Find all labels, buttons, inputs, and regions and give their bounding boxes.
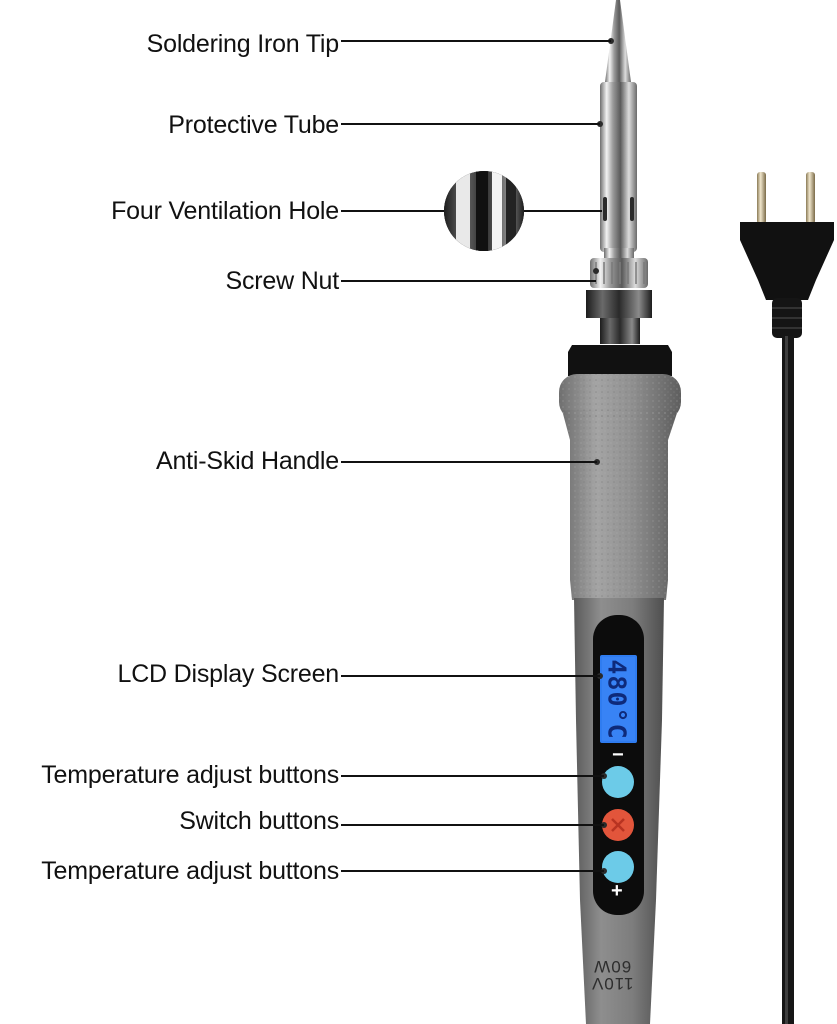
anti-skid-handle [559, 374, 681, 600]
leader-line-tip [341, 40, 611, 42]
rating-voltage: 110V [590, 974, 634, 993]
plus-sign: + [611, 880, 623, 902]
leader-line-nut [341, 280, 596, 282]
leader-line-temp-up [341, 870, 604, 872]
label-anti-skid-handle: Anti-Skid Handle [155, 447, 339, 475]
minus-sign: − [612, 744, 624, 766]
power-plug [740, 172, 834, 338]
temp-down-button[interactable] [602, 766, 634, 798]
lcd-screen [600, 655, 637, 743]
rating-power: 60W [593, 957, 631, 976]
label-switch-buttons: Switch buttons [179, 807, 339, 835]
screw-nut [586, 258, 652, 344]
handle-collar [568, 345, 672, 376]
label-temp-adjust-bottom: Temperature adjust buttons [41, 857, 339, 885]
label-lcd-display-screen: LCD Display Screen [117, 660, 340, 688]
pointer-dots [593, 38, 614, 874]
leader-line-temp-down [341, 775, 604, 777]
leader-line-handle [341, 461, 597, 463]
rating-label: 110V 60W [572, 945, 652, 1005]
leader-line-lcd [341, 675, 600, 677]
ventilation-hole-zoom [444, 171, 524, 251]
protective-tube [600, 82, 637, 252]
soldering-tip [605, 0, 631, 82]
label-temp-adjust-top: Temperature adjust buttons [41, 761, 339, 789]
leader-line-tube [341, 123, 600, 125]
leader-line-vent-right [524, 210, 602, 212]
leader-line-switch [341, 824, 604, 826]
leader-line-vent-left [341, 210, 444, 212]
label-ventilation-hole: Four Ventilation Hole [111, 197, 339, 225]
label-protective-tube: Protective Tube [168, 111, 339, 139]
label-screw-nut: Screw Nut [225, 267, 339, 295]
lcd-reading: 480°C [602, 658, 632, 740]
temp-up-button[interactable] [602, 851, 634, 883]
power-icon [611, 818, 625, 832]
label-soldering-iron-tip: Soldering Iron Tip [146, 30, 340, 58]
